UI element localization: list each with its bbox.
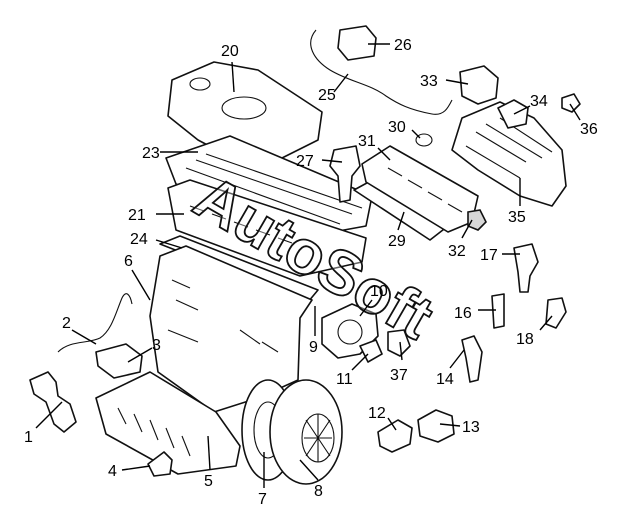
callout-3: 3 [152,337,161,354]
seal-ring [415,133,433,147]
callout-9: 9 [309,339,318,356]
callout-34: 34 [530,93,548,110]
callout-37: 37 [390,367,408,384]
oil-sump-ribs [117,407,191,457]
callout-33: 33 [420,73,438,90]
callout-11: 11 [336,371,353,388]
callout-16: 16 [454,305,472,322]
engine-cover-emblem [221,96,267,120]
callout-36: 36 [580,121,598,138]
leader-lines [35,43,581,488]
hose-fitting-12 [377,419,413,453]
oil-sump [95,371,241,475]
callout-1: 1 [24,429,33,446]
callout-13: 13 [462,419,480,436]
sensor-16 [491,293,505,329]
bracket-3 [95,343,143,379]
callout-8: 8 [314,483,323,500]
oil-filler-tube [29,371,77,433]
clutch-spokes [304,414,332,462]
callout-20: 20 [221,43,239,60]
callout-26: 26 [394,37,412,54]
water-pump-pulley [337,319,363,345]
sensor-36 [561,93,581,113]
callout-35: 35 [508,209,526,226]
callout-32: 32 [448,243,466,260]
ignition-coil [329,145,361,203]
throttle-body [459,65,499,105]
intake-flange-34 [497,99,529,129]
cylinder-head-cover-ribs [185,153,363,225]
callout-2: 2 [62,315,71,332]
valve-26 [337,25,377,61]
callout-labels: 1 2 3 4 5 6 7 8 9 10 11 12 13 14 16 17 1… [24,37,598,508]
cylinder-head-ports [189,205,293,244]
clutch-pressure-plate [269,379,343,485]
wiring-harness-2 [57,293,133,353]
bracket-4 [147,451,173,477]
callout-31: 31 [358,133,376,150]
callout-23: 23 [142,145,160,162]
callout-25: 25 [318,87,336,104]
callout-14: 14 [436,371,454,388]
callout-10: 10 [370,283,388,300]
cylinder-head-cover [165,135,373,239]
cylinder-block-detail [167,279,279,353]
callout-12: 12 [368,405,386,422]
sensor-14 [461,335,483,383]
callout-6: 6 [124,253,133,270]
coolant-connector-37 [387,329,411,357]
plug-32 [467,209,487,231]
callout-30: 30 [388,119,406,136]
sensor-18 [545,297,567,329]
callout-21: 21 [128,207,146,224]
vacuum-hose-25 [310,29,453,115]
hose-fitting-13 [417,409,455,443]
sensor-17 [513,243,539,293]
callout-7: 7 [258,491,267,508]
callout-17: 17 [480,247,498,264]
engine-cover-oil-cap [189,77,211,91]
callout-27: 27 [296,153,314,170]
callout-4: 4 [108,463,117,480]
cylinder-head [167,179,367,277]
callout-24: 24 [130,231,148,248]
exhaust-manifold-ports [387,167,463,213]
callout-29: 29 [388,233,406,250]
engine-parts [29,25,581,485]
intake-manifold-runners [465,117,553,179]
callout-5: 5 [204,473,213,490]
callout-18: 18 [516,331,534,348]
